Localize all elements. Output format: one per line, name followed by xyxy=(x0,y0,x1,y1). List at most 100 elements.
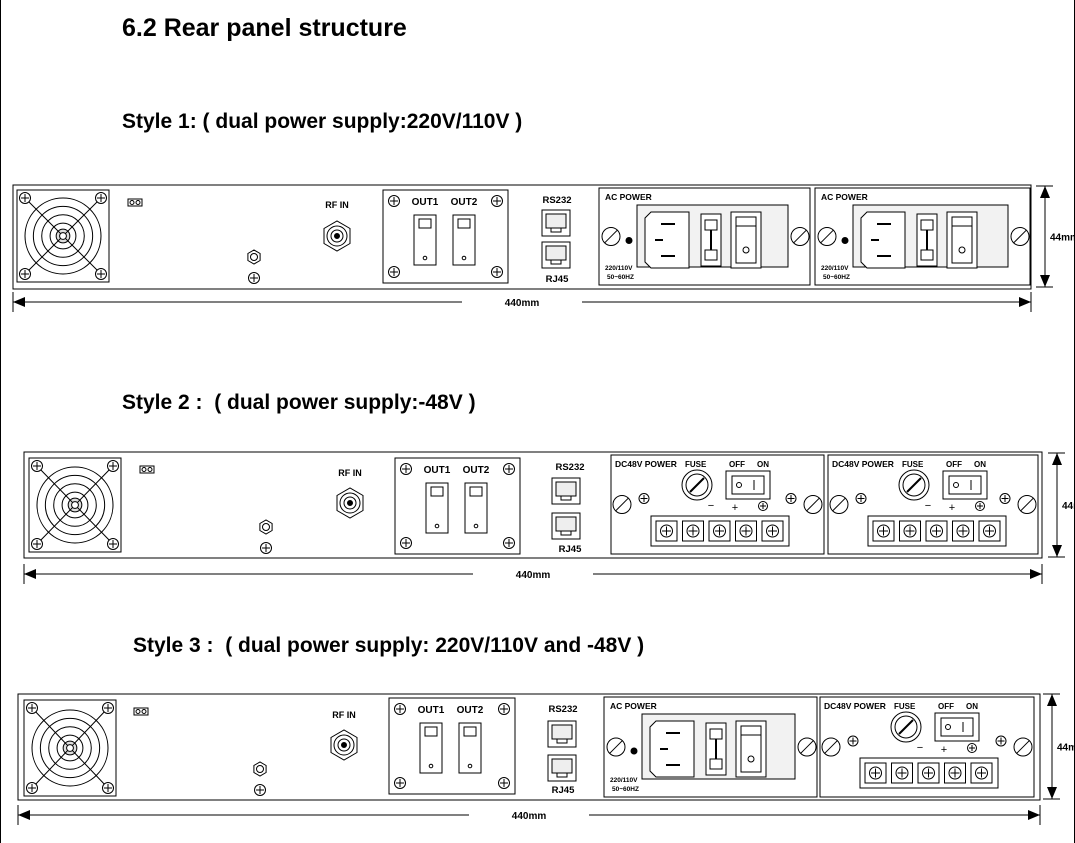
screw-icon xyxy=(895,766,909,780)
screw-icon xyxy=(922,766,935,780)
screw-icon xyxy=(31,460,43,472)
switch-on-label: ON xyxy=(966,702,978,711)
screw-slot xyxy=(824,740,838,754)
width-dimension-3: 440mm xyxy=(17,805,1041,825)
output-2-label: OUT2 xyxy=(463,465,490,476)
screw-icon xyxy=(19,268,31,280)
rf-pin xyxy=(347,500,353,506)
port-latch xyxy=(469,486,483,497)
style-1-title: Style 1: ( dual power supply:220V/110V ) xyxy=(122,110,523,133)
screw-icon xyxy=(254,784,266,796)
fuse-knob-slot xyxy=(689,477,705,493)
style-2-title: Style 2 : ( dual power supply:-48V ) xyxy=(122,391,476,414)
screw-icon xyxy=(660,524,673,538)
fuse-knob-icon xyxy=(681,469,713,501)
dim-arrow-left xyxy=(13,297,25,307)
terminal-block-icon xyxy=(650,515,790,547)
fuse-knob-icon xyxy=(898,469,930,501)
ac-voltage-label: 220/110V xyxy=(610,777,638,784)
indicator-led-icon xyxy=(133,707,149,716)
port-dot xyxy=(461,255,467,261)
switch-on-label: ON xyxy=(757,460,769,469)
screw-slot-icon xyxy=(803,495,823,514)
rocker-inner xyxy=(951,216,973,264)
rocker-off-mark xyxy=(747,755,755,763)
rj-tab xyxy=(550,259,562,265)
fuse-cap xyxy=(920,219,934,231)
output-2-label: OUT2 xyxy=(451,197,478,208)
switch-on-label: ON xyxy=(974,460,986,469)
led-1 xyxy=(141,467,147,472)
screw-slot xyxy=(1013,229,1027,244)
screw-slot-icon xyxy=(606,737,626,757)
screw-icon xyxy=(869,766,882,780)
led-1 xyxy=(129,200,135,205)
rj45-port-icon xyxy=(547,754,577,782)
indicator-frame xyxy=(127,198,143,207)
dc-power-label: DC48V POWER xyxy=(832,459,894,469)
output-port-icon xyxy=(458,722,482,774)
terminal-plus-label: + xyxy=(941,744,947,756)
dc-power-label: DC48V POWER xyxy=(824,701,886,711)
screw-icon xyxy=(975,501,985,511)
screw-slot xyxy=(609,740,623,754)
screw-icon xyxy=(102,702,114,714)
dim-arrow-right xyxy=(1019,297,1031,307)
fuse-cap-2 xyxy=(709,758,723,770)
ac-indicator-dot xyxy=(625,237,633,244)
port-latch xyxy=(457,218,471,229)
fuse-label: FUSE xyxy=(685,460,707,469)
screw-slot-icon xyxy=(601,227,621,246)
rf-pin xyxy=(341,742,347,748)
screw-icon xyxy=(503,537,515,549)
fuse-knob-slot xyxy=(898,719,914,735)
screw-icon xyxy=(394,777,406,789)
width-dimension-1: 440mm xyxy=(12,292,1032,312)
fan-icon xyxy=(28,457,122,553)
screw-slot-icon xyxy=(821,737,841,757)
rj45-label: RJ45 xyxy=(559,544,582,555)
width-dimension-label: 440mm xyxy=(505,298,540,309)
output-port-icon xyxy=(413,214,437,266)
screw-icon xyxy=(31,538,43,550)
rj-socket xyxy=(551,758,573,774)
rf-in-label: RF IN xyxy=(332,710,356,720)
output-ports-box xyxy=(394,457,521,555)
screw-icon xyxy=(498,703,510,715)
ac-frequency-label: 50~60HZ xyxy=(612,786,639,793)
rf-connector-icon xyxy=(330,729,358,761)
output-ports-box xyxy=(382,189,509,284)
output-ports-box xyxy=(388,697,516,795)
port-dot xyxy=(428,763,434,769)
screw-icon xyxy=(491,266,503,278)
rj-socket xyxy=(545,213,567,229)
power-switch-icon xyxy=(725,470,771,500)
power-switch-icon xyxy=(934,712,980,742)
ac-power-label: AC POWER xyxy=(610,701,657,711)
rj-socket xyxy=(545,245,567,261)
width-dimension-label: 440mm xyxy=(516,570,551,581)
output-1-label: OUT1 xyxy=(424,465,451,476)
dim-arrow-down xyxy=(1052,545,1062,557)
switch-inner xyxy=(731,475,765,495)
terminal-minus-label: − xyxy=(708,500,714,512)
rj-tab xyxy=(556,772,568,778)
port-dot xyxy=(473,523,479,529)
screw-slot-icon xyxy=(829,495,849,514)
rj45-port-icon xyxy=(547,720,577,748)
iec-inlet-icon xyxy=(644,211,690,269)
led-2 xyxy=(141,709,147,714)
indicator-led-icon xyxy=(127,198,143,207)
style-3-title: Style 3 : ( dual power supply: 220V/110V… xyxy=(133,634,645,657)
ac-frequency-label: 50~60HZ xyxy=(823,274,850,281)
page-heading: 6.2 Rear panel structure xyxy=(122,14,407,42)
ground-nut-icon xyxy=(259,519,273,535)
screw-icon xyxy=(855,493,867,504)
dim-arrow-up xyxy=(1040,186,1050,198)
rj-socket xyxy=(555,481,577,497)
screw-icon xyxy=(638,493,650,504)
terminal-block-icon xyxy=(859,757,999,789)
